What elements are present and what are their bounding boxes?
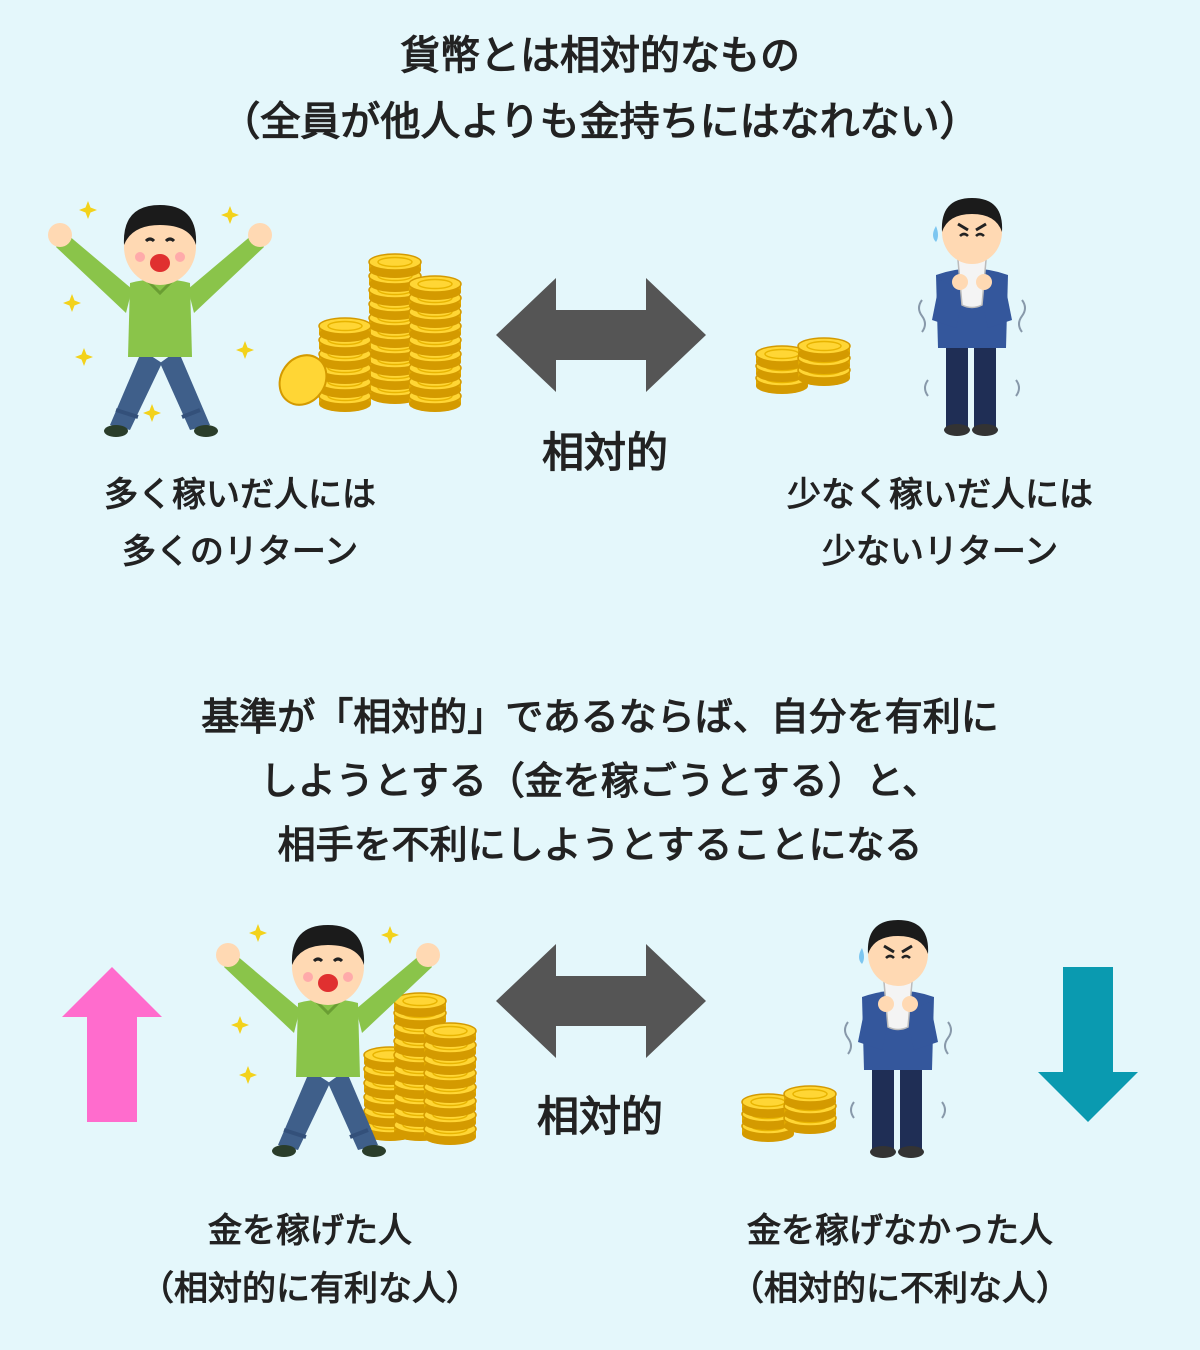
- middle-line1: 基準が「相対的」であるならば、自分を有利に: [201, 695, 999, 739]
- bottom-left-caption-line2: （相対的に有利な人）: [140, 1269, 480, 1309]
- small-coin-stack-icon-bottom: [741, 1085, 837, 1143]
- bottom-left-caption-line1: 金を稼げた人: [208, 1211, 412, 1251]
- top-title-line1: 貨幣とは相対的なもの: [400, 33, 800, 79]
- double-arrow-icon: [496, 278, 706, 392]
- bottom-right-caption-line2: （相対的に不利な人）: [730, 1269, 1070, 1309]
- middle-line2: しようとする（金を稼ごうとする）と、: [259, 759, 941, 803]
- small-coin-stack-icon: [755, 337, 851, 395]
- top-left-caption-line2: 多くのリターン: [121, 532, 359, 572]
- up-arrow-icon: [62, 967, 162, 1122]
- top-left-caption-line1: 多く稼いだ人には: [104, 475, 376, 515]
- double-arrow-icon-bottom: [496, 944, 706, 1058]
- top-right-caption-line1: 少なく稼いだ人には: [787, 475, 1093, 515]
- sad-man-icon: [917, 196, 1027, 438]
- coin-stack-icon: [278, 253, 462, 413]
- bottom-center-label: 相対的: [536, 1092, 663, 1141]
- top-right-caption-line2: 少ないリターン: [821, 532, 1059, 572]
- sad-man-icon-bottom: [843, 918, 953, 1160]
- happy-man-icon-bottom: [214, 923, 442, 1159]
- down-arrow-icon: [1038, 967, 1138, 1122]
- top-title-line2: （全員が他人よりも金持ちにはなれない）: [220, 99, 980, 145]
- middle-line3: 相手を不利にしようとすることになる: [277, 823, 923, 867]
- happy-man-icon: [46, 201, 274, 439]
- top-center-label: 相対的: [541, 428, 668, 477]
- bottom-right-caption-line1: 金を稼げなかった人: [747, 1211, 1053, 1251]
